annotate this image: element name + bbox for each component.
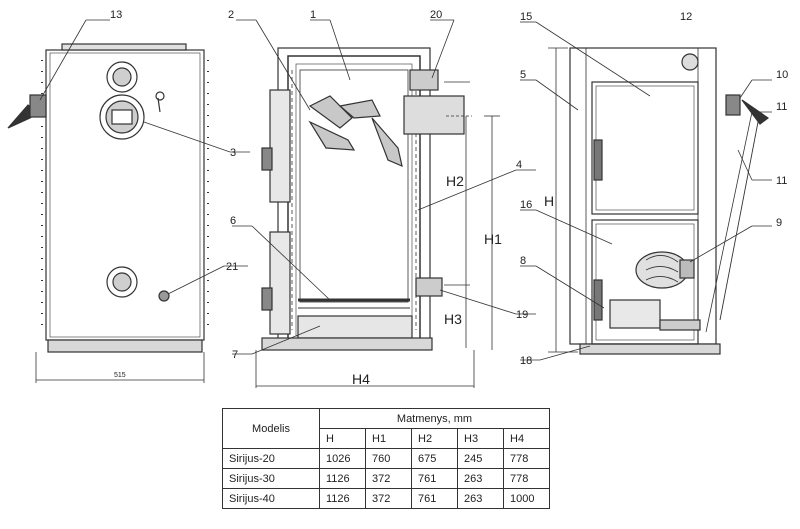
cell-H3: 263	[457, 488, 504, 509]
cell-H: 1026	[319, 448, 366, 469]
table-row: Sirijus-40 1126 372 761 263 1000	[222, 488, 550, 509]
cell-H3: 245	[457, 448, 504, 469]
cell-H: 1126	[319, 468, 366, 489]
cell-H1: 372	[365, 468, 412, 489]
col-header-H4: H4	[503, 428, 550, 449]
callout-21: 21	[226, 261, 238, 273]
cell-H2: 761	[411, 488, 458, 509]
section-view	[255, 47, 500, 388]
dimensions-group-header: Matmenys, mm	[319, 408, 550, 429]
callout-14: 13	[110, 9, 122, 21]
dim-label-H: H	[544, 193, 554, 209]
front-view	[548, 47, 770, 355]
cell-H2: 675	[411, 448, 458, 469]
callout-16: 16	[520, 199, 532, 211]
model-name: Sirijus-30	[222, 468, 320, 489]
callout-6: 6	[230, 215, 236, 227]
cell-H: 1126	[319, 488, 366, 509]
dim-label-H4: H4	[352, 371, 370, 387]
cell-H1: 760	[365, 448, 412, 469]
cell-H4: 778	[503, 448, 550, 469]
callout-19: 19	[516, 309, 528, 321]
callout-4: 4	[516, 159, 522, 171]
table-row: Sirijus-30 1126 372 761 263 778	[222, 468, 550, 489]
width-label: 515	[114, 372, 126, 379]
callout-8: 8	[520, 255, 526, 267]
cell-H2: 761	[411, 468, 458, 489]
callout-10: 10	[776, 69, 788, 81]
model-name: Sirijus-20	[222, 448, 320, 469]
callout-2: 2	[228, 9, 234, 21]
model-name: Sirijus-40	[222, 488, 320, 509]
model-header: Modelis	[222, 408, 320, 449]
dim-label-H1: H1	[484, 231, 502, 247]
callout-18: 18	[520, 355, 532, 367]
table-row: Sirijus-20 1026 760 675 245 778	[222, 448, 550, 469]
cell-H4: 1000	[503, 488, 550, 509]
rear-view	[7, 43, 209, 383]
callout-1: 1	[310, 9, 316, 21]
callout-9: 9	[776, 217, 782, 229]
callout-13: 12	[680, 11, 692, 23]
cell-H4: 778	[503, 468, 550, 489]
dim-label-H3: H3	[444, 311, 462, 327]
callout-5: 5	[520, 69, 526, 81]
dimensions-table: Modelis Matmenys, mm H H1 H2 H3 H4 Sirij…	[222, 408, 550, 509]
col-header-H1: H1	[365, 428, 412, 449]
callout-12: 11	[776, 101, 787, 113]
dim-label-H2: H2	[446, 173, 464, 189]
col-header-H3: H3	[457, 428, 504, 449]
callout-7: 7	[232, 349, 238, 361]
callout-11: 11	[776, 175, 787, 187]
col-header-H2: H2	[411, 428, 458, 449]
cell-H1: 372	[365, 488, 412, 509]
boiler-technical-drawing: 13 2 1 20 3 6 21 7 4 19 15 5 16 8 18 12 …	[7, 9, 788, 388]
callout-20: 20	[430, 9, 442, 21]
leader-lines	[39, 19, 772, 361]
callout-15: 15	[520, 11, 532, 23]
callout-3: 3	[230, 147, 236, 159]
col-header-H: H	[319, 428, 366, 449]
cell-H3: 263	[457, 468, 504, 489]
